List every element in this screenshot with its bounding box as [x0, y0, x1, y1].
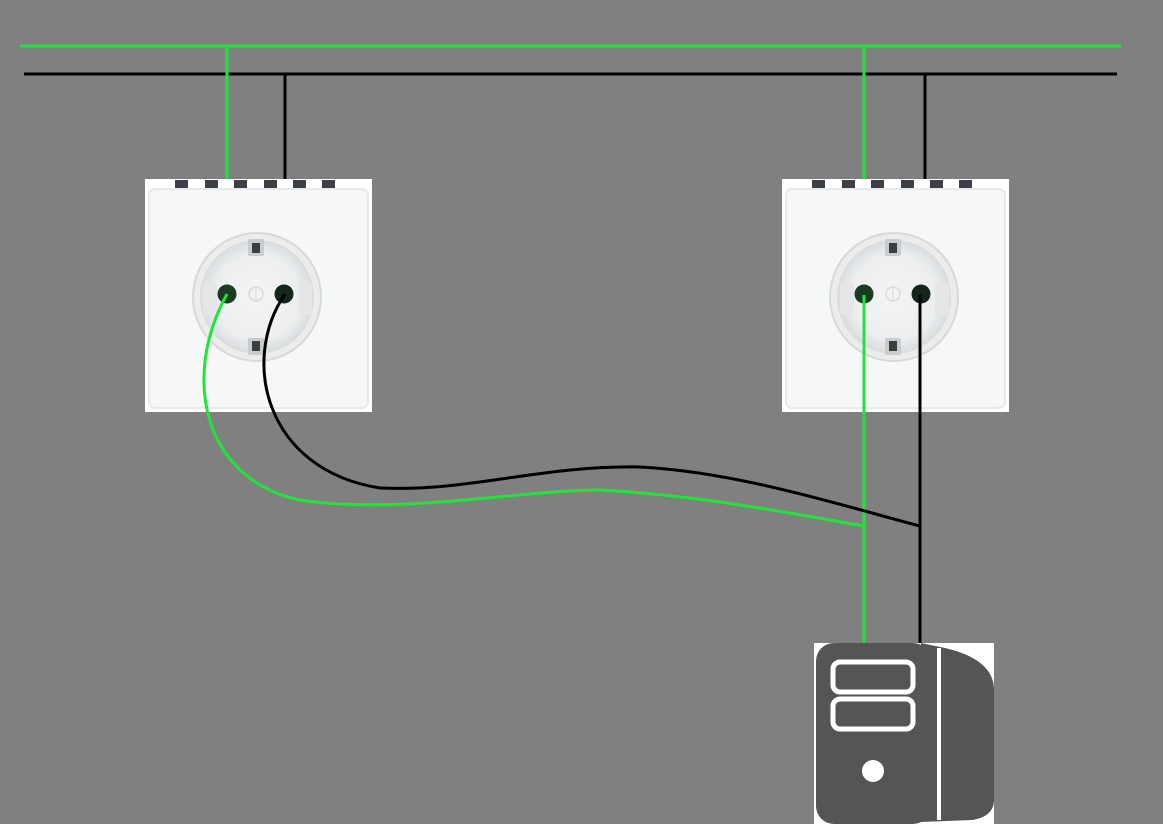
- power-button-icon: [862, 760, 884, 782]
- left-socket-green-cable: [202, 293, 865, 528]
- computer-tower: [814, 643, 994, 824]
- left-socket-black-cable: [262, 293, 921, 528]
- drive-bay-top: [830, 659, 916, 695]
- drive-bay-bottom: [830, 696, 916, 732]
- left-socket: [144, 178, 373, 413]
- right-socket: [781, 178, 1010, 413]
